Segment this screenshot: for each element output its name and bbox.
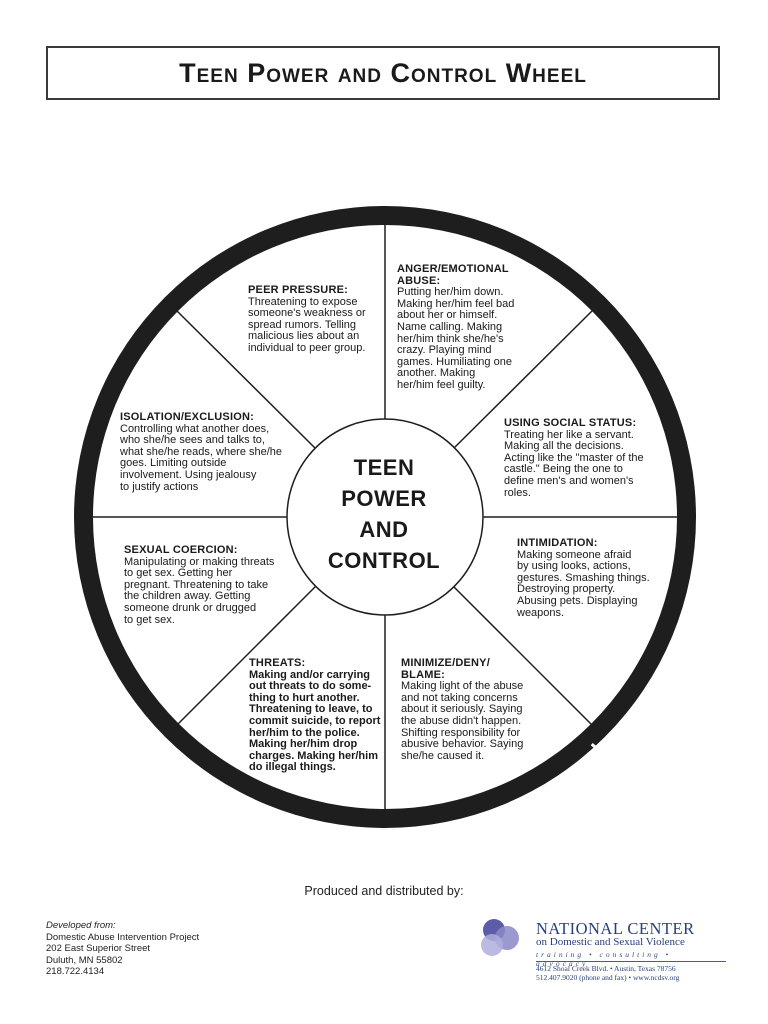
spoke-se	[452, 585, 594, 727]
segment-peer-pressure: PEER PRESSURE: Threatening to expose som…	[248, 284, 366, 355]
segment-heading: USING SOCIAL STATUS:	[504, 417, 637, 429]
spoke-sw	[175, 585, 317, 727]
segment-heading: SEXUAL COERCION:	[124, 544, 238, 556]
center-line-2: POWER	[341, 486, 427, 511]
developed-line: 202 East Superior Street	[46, 943, 151, 954]
spoke-ne	[452, 309, 594, 450]
ring-label-top: VIOLENCE	[314, 158, 454, 195]
page-title: Teen Power and Control Wheel	[179, 57, 587, 88]
segment-heading: ANGER/EMOTIONAL ABUSE:	[397, 263, 509, 287]
spokes	[91, 222, 679, 812]
segment-heading: ISOLATION/EXCLUSION:	[120, 411, 254, 423]
org-address: 4612 Shoal Creek Blvd. • Austin, Texas 7…	[536, 964, 676, 973]
developed-from-block: Developed from: Domestic Abuse Intervent…	[46, 920, 199, 978]
segment-heading: MINIMIZE/DENY/ BLAME:	[401, 657, 490, 681]
segment-body: Making light of the abuse and not taking…	[401, 680, 524, 762]
center-label: TEEN POWER AND CONTROL	[314, 452, 454, 576]
segment-body: Threatening to expose someone's weakness…	[248, 295, 366, 354]
produced-by-label: Produced and distributed by:	[304, 884, 464, 898]
title-box: Teen Power and Control Wheel	[46, 46, 720, 100]
spoke-nw	[175, 309, 317, 450]
org-contact: 4612 Shoal Creek Blvd. • Austin, Texas 7…	[536, 964, 679, 982]
segment-using-social-status: USING SOCIAL STATUS: Treating her like a…	[504, 417, 644, 499]
segment-heading: PEER PRESSURE:	[248, 284, 348, 296]
segment-body: Manipulating or making threats to get se…	[124, 555, 275, 626]
org-name: NATIONAL CENTER	[536, 919, 695, 938]
ncdsv-logo-icon	[481, 919, 519, 956]
segment-threats: THREATS: Making and/or carrying out thre…	[249, 657, 381, 774]
org-subtitle: on Domestic and Sexual Violence	[536, 936, 685, 948]
org-phone: 512.407.9020 (phone and fax) • www.ncdsv…	[536, 973, 680, 982]
segment-anger-emotional-abuse: ANGER/EMOTIONAL ABUSE: Putting her/him d…	[397, 263, 515, 392]
org-tagline: training • consulting • advocacy	[536, 950, 672, 968]
segment-body: Controlling what another does, who she/h…	[120, 422, 283, 493]
segment-body: Treating her like a servant. Making all …	[504, 428, 644, 499]
developed-line: Domestic Abuse Intervention Project	[46, 931, 200, 943]
segment-sexual-coercion: SEXUAL COERCION: Manipulating or making …	[124, 544, 275, 626]
org-divider	[536, 961, 726, 962]
segment-minimize-deny-blame: MINIMIZE/DENY/ BLAME: Making light of th…	[401, 657, 524, 762]
developed-line: 218.722.4134	[46, 966, 105, 977]
segment-body: Putting her/him down. Making her/him fee…	[397, 286, 515, 391]
segment-body: Making and/or carrying out threats to do…	[249, 668, 381, 774]
segment-intimidation: INTIMIDATION: Making someone afraid by u…	[517, 537, 650, 619]
segment-isolation-exclusion: ISOLATION/EXCLUSION: Controlling what an…	[120, 411, 283, 493]
center-line-3: AND	[359, 517, 409, 542]
segment-body: Making someone afraid by using looks, ac…	[517, 548, 650, 619]
center-line-1: TEEN	[353, 455, 415, 480]
developed-line: Duluth, MN 55802	[46, 954, 123, 966]
segment-heading: INTIMIDATION:	[517, 537, 598, 549]
center-circle	[286, 418, 484, 616]
ring-label-bottom: VIOLENCE	[318, 835, 450, 872]
center-line-4: CONTROL	[327, 548, 441, 573]
developed-from-label: Developed from:	[46, 920, 116, 931]
segment-heading: THREATS:	[249, 657, 306, 669]
